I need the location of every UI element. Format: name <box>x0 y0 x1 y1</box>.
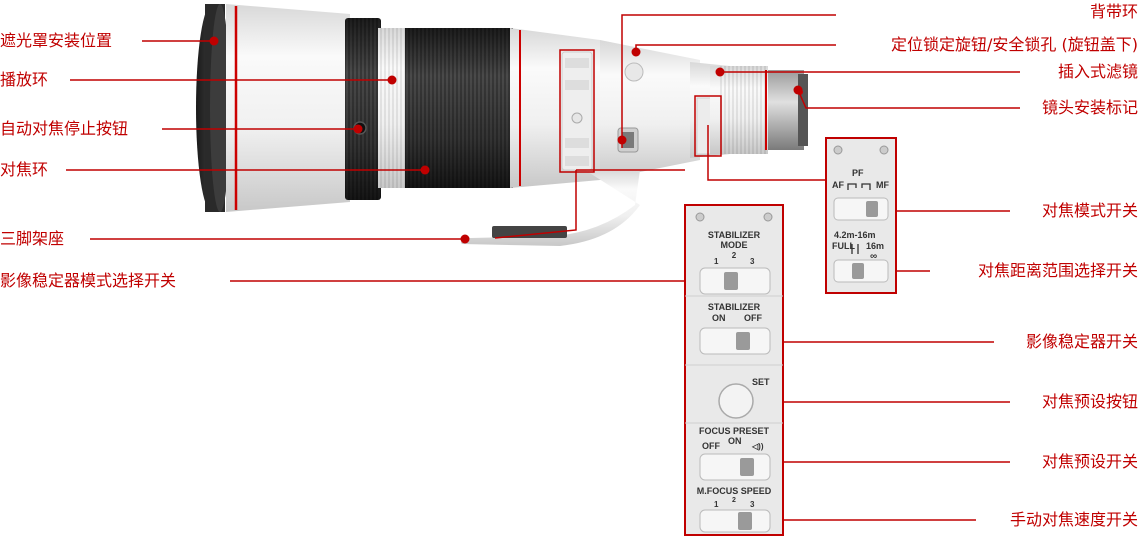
label-drop-in-filter: 插入式滤镜 <box>1057 62 1138 81</box>
preset-off-label: OFF <box>702 441 720 451</box>
mode-2-label: 2 <box>732 251 737 260</box>
label-af-stop-button: 自动对焦停止按钮 <box>0 119 129 138</box>
focus-preset-button <box>718 383 754 419</box>
set-label: SET <box>752 377 770 387</box>
sound-icon: ◁)) <box>751 442 764 451</box>
mode-1-label: 1 <box>714 257 719 266</box>
label-tripod-mount: 三脚架座 <box>0 229 65 248</box>
label-hood-mount: 遮光罩安装位置 <box>0 31 113 50</box>
range-label: 4.2m-16m <box>834 230 876 240</box>
stabilizer-mode-label-2: MODE <box>721 240 748 250</box>
label-focus-preset-button: 对焦预设按钮 <box>1041 392 1138 411</box>
sixteen-label: 16m <box>866 241 884 251</box>
label-strap-mount: 背带环 <box>1089 2 1138 21</box>
speed-3-label: 3 <box>750 500 755 509</box>
main-switch-panel: STABILIZER MODE 2 1 3 STABILIZER ON OFF … <box>684 204 784 536</box>
label-focus-preset-switch: 对焦预设开关 <box>1041 452 1138 471</box>
focus-switch-panel: PF AF MF 4.2m-16m FULL 16m ∞ <box>825 137 897 294</box>
mf-label: MF <box>876 180 889 190</box>
label-focus-mode-switch: 对焦模式开关 <box>1041 201 1138 220</box>
lens-hood-mount <box>196 4 230 212</box>
focus-preset-label: FOCUS PRESET <box>699 426 770 436</box>
label-distance-range-switch: 对焦距离范围选择开关 <box>977 261 1138 280</box>
mfocus-speed-label: M.FOCUS SPEED <box>697 486 772 496</box>
stabilizer-label: STABILIZER <box>708 302 761 312</box>
infinity-label: ∞ <box>870 251 877 262</box>
preset-on-label: ON <box>728 436 742 446</box>
label-mf-speed-switch: 手动对焦速度开关 <box>1009 510 1138 529</box>
label-lock-knob: 定位锁定旋钮/安全锁孔 (旋钮盖下) <box>891 35 1138 54</box>
label-mount-index: 镜头安装标记 <box>1041 98 1138 117</box>
front-barrel <box>226 4 350 212</box>
af-label: AF <box>832 180 844 190</box>
speed-1-label: 1 <box>714 500 719 509</box>
off-label: OFF <box>744 313 762 323</box>
label-playback-ring: 播放环 <box>0 70 49 89</box>
mode-3-label: 3 <box>750 257 755 266</box>
label-is-mode-switch: 影像稳定器模式选择开关 <box>0 271 177 290</box>
strap-mount <box>624 62 644 82</box>
stabilizer-mode-label-1: STABILIZER <box>708 230 761 240</box>
pf-label: PF <box>852 168 864 178</box>
on-label: ON <box>712 313 726 323</box>
speed-2-label: 2 <box>732 497 736 504</box>
callout-lines <box>66 14 1020 521</box>
label-focus-ring: 对焦环 <box>0 160 49 179</box>
tripod-foot <box>461 170 640 246</box>
label-stabilizer-switch: 影像稳定器开关 <box>1025 332 1138 351</box>
full-label: FULL <box>832 241 855 251</box>
